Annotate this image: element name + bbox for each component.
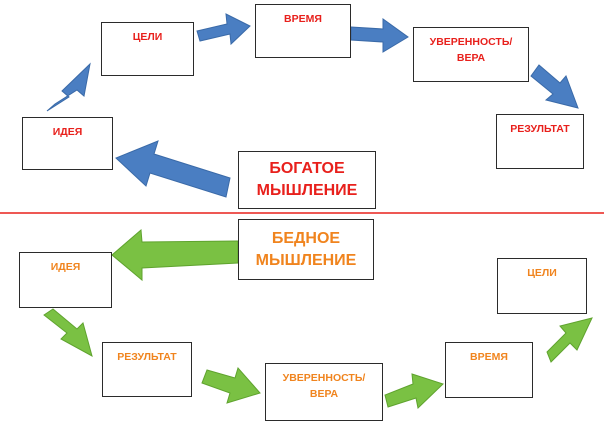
poor-title-line2: МЫШЛЕНИЕ: [255, 251, 357, 269]
rich-goals-box: ЦЕЛИ: [101, 22, 194, 76]
arrow-result-to-confidence: [201, 366, 261, 404]
poor-goals-label: ЦЕЛИ: [527, 267, 557, 279]
arrow-goals-to-time: [196, 13, 251, 46]
poor-time-label: ВРЕМЯ: [470, 351, 508, 363]
rich-thinking-title: БОГАТОЕ МЫШЛЕНИЕ: [257, 158, 358, 202]
rich-result-box: РЕЗУЛЬТАТ: [496, 114, 584, 169]
arrow-idea-to-goals: [46, 62, 91, 112]
rich-confidence-label: УВЕРЕННОСТЬ/ ВЕРА: [430, 28, 513, 81]
arrow-poor-to-idea: [111, 228, 239, 282]
arrow-idea-to-result: [43, 308, 93, 358]
poor-confidence-box: УВЕРЕННОСТЬ/ ВЕРА: [265, 363, 383, 421]
rich-title-line1: БОГАТОЕ: [269, 160, 345, 177]
rich-goals-label: ЦЕЛИ: [132, 31, 163, 43]
rich-result-label: РЕЗУЛЬТАТ: [510, 123, 570, 135]
arrow-rich-to-idea: [115, 140, 231, 198]
rich-confidence-line1: УВЕРЕННОСТЬ/: [429, 36, 513, 48]
rich-time-box: ВРЕМЯ: [255, 4, 351, 58]
rich-time-label: ВРЕМЯ: [284, 13, 322, 25]
arrow-time-to-goals: [546, 317, 593, 363]
poor-title-line1: БЕДНОЕ: [271, 229, 341, 247]
poor-thinking-title: БЕДНОЕ МЫШЛЕНИЕ: [256, 228, 357, 272]
poor-thinking-title-box: БЕДНОЕ МЫШЛЕНИЕ: [238, 219, 374, 280]
rich-confidence-box: УВЕРЕННОСТЬ/ ВЕРА: [413, 27, 529, 82]
rich-title-line2: МЫШЛЕНИЕ: [256, 182, 358, 199]
poor-idea-box: ИДЕЯ: [19, 252, 112, 308]
poor-confidence-line1: УВЕРЕННОСТЬ/: [282, 372, 366, 384]
arrow-confidence-to-result: [530, 64, 579, 109]
poor-idea-label: ИДЕЯ: [50, 261, 81, 273]
arrow-time-to-confidence: [350, 18, 409, 53]
rich-thinking-title-box: БОГАТОЕ МЫШЛЕНИЕ: [238, 151, 376, 209]
rich-confidence-line2: ВЕРА: [456, 52, 486, 64]
poor-goals-box: ЦЕЛИ: [497, 258, 587, 314]
poor-result-label: РЕЗУЛЬТАТ: [117, 351, 177, 363]
poor-confidence-line2: ВЕРА: [309, 388, 339, 400]
arrow-confidence-to-time: [384, 373, 444, 409]
poor-time-box: ВРЕМЯ: [445, 342, 533, 398]
rich-idea-label: ИДЕЯ: [52, 126, 83, 138]
poor-result-box: РЕЗУЛЬТАТ: [102, 342, 192, 397]
rich-idea-box: ИДЕЯ: [22, 117, 113, 170]
poor-confidence-label: УВЕРЕННОСТЬ/ ВЕРА: [283, 364, 366, 420]
